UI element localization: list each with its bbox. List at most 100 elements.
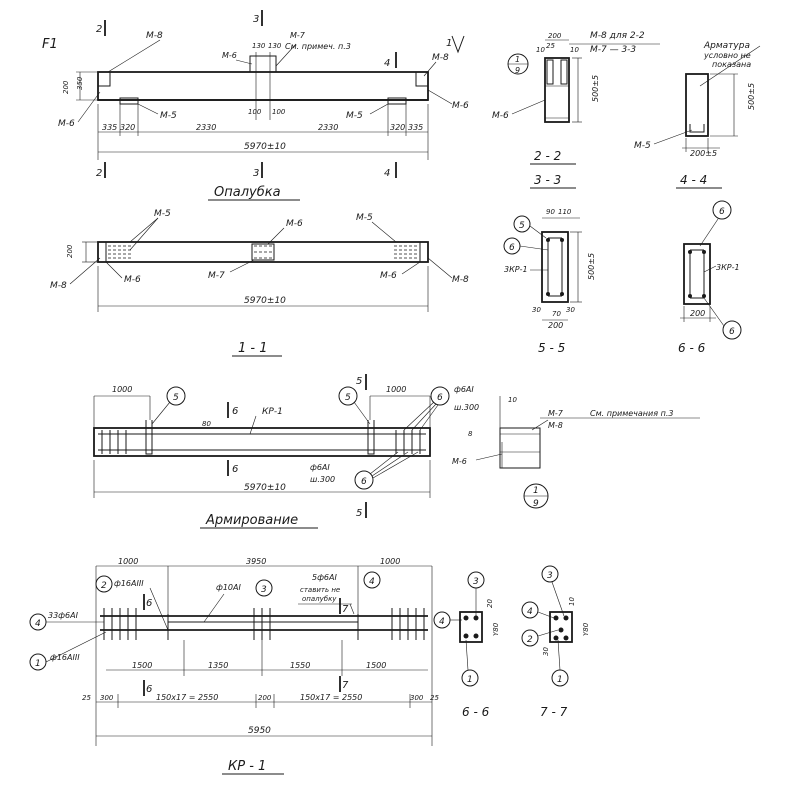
anchor-mid (254, 245, 272, 259)
callout-5-left: 5 (173, 393, 179, 403)
leader (369, 451, 399, 475)
section-6-6-lower-view: 20 Y80 3 4 1 6 - 6 (433, 571, 500, 719)
leader (703, 297, 725, 327)
rebar-dot (553, 635, 559, 641)
section-mark-6-bottom: 6 (146, 684, 152, 695)
section-mark-2-top: 2 (96, 24, 102, 35)
dim-335-left: 335 (102, 123, 117, 132)
rebar-dot (702, 294, 706, 298)
dim-total: 5970±10 (244, 296, 286, 306)
detail-top: 1 (515, 55, 520, 64)
section-mark-1-top: 1 (446, 38, 452, 49)
leader (703, 265, 717, 273)
stirrups-left (101, 430, 127, 454)
dim-200: 200 (548, 321, 563, 330)
rebar-dot (473, 615, 479, 621)
leader (401, 261, 421, 275)
embed-plate-m6-mid (249, 55, 277, 73)
dim-25: 25 (546, 42, 555, 50)
leader (699, 218, 719, 247)
section-mark-5-bottom: 5 (356, 508, 362, 519)
leader (151, 401, 171, 425)
dim-100-left: 100 (248, 108, 262, 116)
leader (235, 59, 253, 65)
beam-outline (97, 71, 429, 101)
leader (129, 217, 159, 243)
dim-10: 10 (568, 597, 576, 606)
title-section-1-1: 1 - 1 (238, 341, 268, 356)
rebar-dot (463, 615, 469, 621)
callout-6: 6 (509, 243, 515, 253)
dim-320-left: 320 (120, 123, 135, 132)
section-2-2-view: 200 25 10 10 М-8 для 2-2 М-7 — 3-3 500±5… (492, 31, 660, 189)
leader (45, 631, 107, 663)
callout-4-circle (521, 601, 539, 619)
note-line-2: условно не (703, 51, 751, 60)
leader (403, 401, 435, 431)
rebar-dot (563, 615, 569, 621)
label-m5-left: М-5 (160, 111, 177, 121)
callout-2-circle (521, 629, 539, 647)
embed-plate-left (97, 71, 111, 87)
rebar-dot (473, 633, 479, 639)
label-m6-left: М-6 (58, 119, 75, 129)
callout-6-circle (712, 200, 732, 220)
section-outline (544, 57, 570, 123)
pitch-top: ш.300 (454, 403, 479, 412)
dim-1000-right: 1000 (380, 557, 400, 566)
leader (129, 217, 159, 251)
note-line-1: Арматура (703, 41, 750, 51)
detail-bottom: 9 (515, 66, 520, 75)
note-line-2: опалубку (302, 595, 337, 603)
plate-end-right (419, 241, 429, 263)
rebar-dot (546, 238, 550, 242)
section-7-7-view: 10 Y80 30 3 4 2 1 7 - 7 (521, 565, 590, 719)
leader (249, 415, 257, 435)
callout-6-top: 6 (437, 393, 443, 403)
lifting-loop-right (367, 420, 375, 455)
leader (411, 403, 437, 431)
anchor-right (394, 245, 418, 259)
rebar-dot (553, 615, 559, 621)
note-line-3: показана (712, 60, 751, 69)
dim-80: 80 (202, 420, 211, 428)
label-m8-right: М-8 (452, 275, 469, 285)
section-mark-3-bottom: 3 (253, 168, 259, 179)
callout-2-circle (95, 575, 113, 593)
section-outline (683, 243, 711, 305)
callout-4: 4 (527, 607, 533, 617)
callout-4-circle (363, 571, 381, 589)
bar-16a: ф16АIII (114, 579, 144, 588)
section-mark-3-top: 3 (253, 14, 259, 25)
leader (275, 43, 297, 67)
leader (353, 401, 371, 425)
callout-6-top: 6 (719, 207, 725, 217)
label-m6-right: М-6 (452, 101, 469, 111)
title-formwork: Опалубка (214, 185, 281, 200)
section-mark-2-bottom: 2 (96, 168, 102, 179)
leader (369, 103, 389, 115)
label-m8: М-8 (548, 421, 563, 430)
dim-200: 200 (62, 80, 70, 94)
leader (475, 453, 503, 461)
stirrups-right (391, 608, 425, 640)
title-reinforcement: Армирование (205, 513, 298, 528)
callout-3-circle (541, 565, 559, 583)
leader (537, 611, 555, 619)
leader (229, 259, 255, 273)
dim-3950: 3950 (246, 557, 266, 566)
dim-200: 200±5 (690, 149, 717, 158)
note-m7: М-7 — 3-3 (590, 45, 636, 55)
section-arrow-icon (451, 35, 465, 54)
plate-mid (251, 243, 275, 261)
label-m7: М-7 (208, 271, 225, 281)
dim-200: 200 (690, 309, 705, 318)
label-m6-top: М-6 (286, 219, 303, 229)
callout-3: 3 (261, 585, 267, 595)
callout-5-circle (338, 386, 358, 406)
bar-16b: ф16АIII (50, 653, 80, 662)
dim-10-left: 10 (536, 46, 545, 54)
leader (107, 39, 161, 73)
section-mark-7-bottom: 7 (342, 680, 349, 691)
title-section-3-3: 3 - 3 (534, 173, 561, 187)
